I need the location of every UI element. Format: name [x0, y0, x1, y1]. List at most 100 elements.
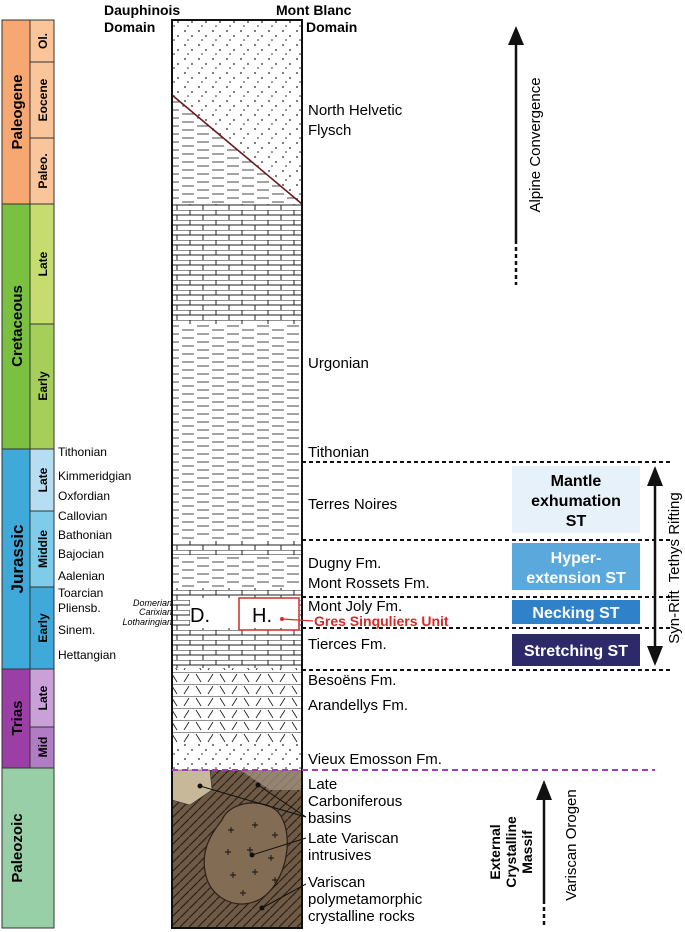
epoch-cret-late-label: Late — [36, 251, 50, 276]
header-dauphinois-2: Domain — [104, 19, 155, 35]
gres-singuliers-box — [238, 597, 300, 631]
epoch-trias-mid-label: Mid — [36, 737, 50, 758]
column-headers: Dauphinois Domain Mont Blanc Domain — [104, 2, 357, 35]
urgonian-unit — [172, 324, 302, 454]
label-h: H. — [252, 605, 272, 627]
arandellys-unit — [172, 668, 302, 743]
epoch-paleocene-label: Paleo. — [36, 153, 50, 188]
stage-toarcian: Toarcian — [58, 586, 103, 600]
fm-north-helvetic-1: North Helvetic — [308, 102, 403, 119]
stage-kimmeridgian: Kimmeridgian — [58, 469, 131, 483]
epoch-jur-late-label: Late — [36, 467, 50, 492]
tethys-rifting-label: Syn-Rift Tethys Rifting — [666, 492, 683, 643]
fm-mont-joly: Mont Joly Fm. — [308, 598, 402, 615]
d-h-strip — [190, 598, 300, 628]
period-paleogene-box — [1, 19, 31, 205]
gres-leader-dot — [280, 617, 284, 621]
period-paleozoic-box — [1, 767, 55, 929]
fm-besoens: Besoëns Fm. — [308, 672, 396, 689]
epoch-jur-middle-box — [29, 510, 55, 588]
flysch-contact — [171, 94, 303, 205]
epoch-trias-late-label: Late — [36, 685, 50, 710]
fm-late-variscan-1: Late Variscan — [308, 830, 399, 847]
fm-gres-singuliers: Gres Singuliers Unit — [314, 613, 449, 629]
tethys-rifting-arrow: Syn-Rift Tethys Rifting — [647, 466, 683, 666]
boundary-lines — [172, 461, 672, 771]
rossets-unit — [172, 555, 302, 588]
epoch-oligocene-label: Ol. — [36, 33, 50, 49]
hyper-label-2: extension ST — [526, 570, 626, 587]
fm-mont-rossets: Mont Rossets Fm. — [308, 575, 430, 592]
stage-hettangian: Hettangian — [58, 648, 116, 662]
fm-tithonian: Tithonian — [308, 444, 369, 461]
epoch-paleocene-box — [29, 137, 55, 205]
fm-vieux-emosson: Vieux Emosson Fm. — [308, 751, 442, 768]
period-paleozoic-label: Paleozoic — [9, 813, 26, 882]
stage-bajocian: Bajocian — [58, 547, 104, 561]
period-jurassic-label: Jurassic — [8, 525, 27, 594]
rift-stages: Mantle exhumation ST Hyper- extension ST… — [512, 466, 640, 666]
fm-terres-noires: Terres Noires — [308, 496, 397, 513]
epoch-trias-mid-box — [29, 726, 55, 769]
epoch-jur-middle-label: Middle — [36, 530, 50, 568]
time-scale: Paleogene Ol. Eocene Paleo. Cretaceous L… — [1, 19, 55, 929]
epoch-jur-early-box — [29, 586, 55, 670]
ecm-label-3: Massif — [519, 830, 535, 874]
epoch-cret-late-box — [29, 203, 55, 325]
fm-late-carb-3: basins — [308, 810, 351, 827]
period-trias-box — [1, 668, 31, 769]
vieux-emosson-unit — [172, 743, 302, 770]
fm-variscan-poly-2: polymetamorphic — [308, 891, 423, 908]
stage-callovian: Callovian — [58, 509, 107, 523]
variscan-orogen-label: Variscan Orogen — [563, 789, 580, 900]
lithologic-column — [171, 19, 303, 929]
variscan-orogen-arrow: Variscan Orogen External Crystalline Mas… — [487, 780, 580, 928]
necking-label: Necking ST — [532, 605, 619, 622]
fm-late-carb-2: Carboniferous — [308, 793, 402, 810]
mantle-exhumation-box — [512, 466, 640, 533]
alpine-convergence-label: Alpine Convergence — [527, 77, 544, 212]
stage-bathonian: Bathonian — [58, 528, 112, 542]
hyper-label-1: Hyper- — [551, 550, 602, 567]
stage-oxfordian: Oxfordian — [58, 489, 110, 503]
substage-domerian: Domerian — [133, 598, 172, 608]
epoch-jur-early-label: Early — [36, 613, 50, 643]
fm-variscan-poly-1: Variscan — [308, 874, 365, 891]
ecm-label-1: External — [487, 824, 503, 879]
fm-dugny: Dugny Fm. — [308, 555, 381, 572]
formation-names: North Helvetic Flysch Urgonian Tithonian… — [308, 102, 449, 925]
fm-north-helvetic-2: Flysch — [308, 122, 351, 139]
stage-sinem: Sinem. — [58, 623, 95, 637]
fm-variscan-poly-3: crystalline rocks — [308, 908, 415, 925]
fm-tierces: Tierces Fm. — [308, 636, 387, 653]
stage-tithonian: Tithonian — [58, 445, 107, 459]
label-d: D. — [190, 605, 210, 627]
stage-pliensb: Pliensb. — [58, 601, 101, 615]
header-mont-blanc-1: Mont Blanc — [276, 2, 352, 18]
carboniferous-basin-patch-2 — [240, 770, 302, 790]
fm-late-carb-1: Late — [308, 776, 337, 793]
gres-leader-line — [281, 618, 314, 622]
alpine-convergence-arrow: Alpine Convergence — [508, 26, 544, 285]
stage-names: Tithonian Kimmeridgian Oxfordian Callovi… — [58, 445, 172, 662]
fm-urgonian: Urgonian — [308, 355, 369, 372]
limestone-unit-upper — [172, 204, 302, 324]
header-dauphinois-1: Dauphinois — [104, 2, 180, 18]
intrusive-crosses — [225, 822, 278, 896]
header-mont-blanc-2: Domain — [306, 19, 357, 35]
period-cretaceous-label: Cretaceous — [9, 285, 26, 367]
mantle-label-1: Mantle — [551, 473, 602, 490]
period-trias-label: Trias — [9, 700, 26, 735]
period-paleogene-label: Paleogene — [9, 74, 26, 149]
fm-arandellys: Arandellys Fm. — [308, 697, 408, 714]
stretching-label: Stretching ST — [524, 643, 628, 660]
period-jurassic-box — [1, 448, 31, 670]
substage-lotharingian: Lotharingian — [122, 617, 172, 627]
stretching-box — [512, 634, 640, 666]
epoch-eocene-label: Eocene — [36, 78, 50, 121]
ecm-label-2: Crystalline — [503, 816, 519, 888]
column-outline — [171, 19, 303, 929]
mantle-label-2: exhumation — [531, 493, 621, 510]
basement-leaders — [197, 782, 307, 911]
